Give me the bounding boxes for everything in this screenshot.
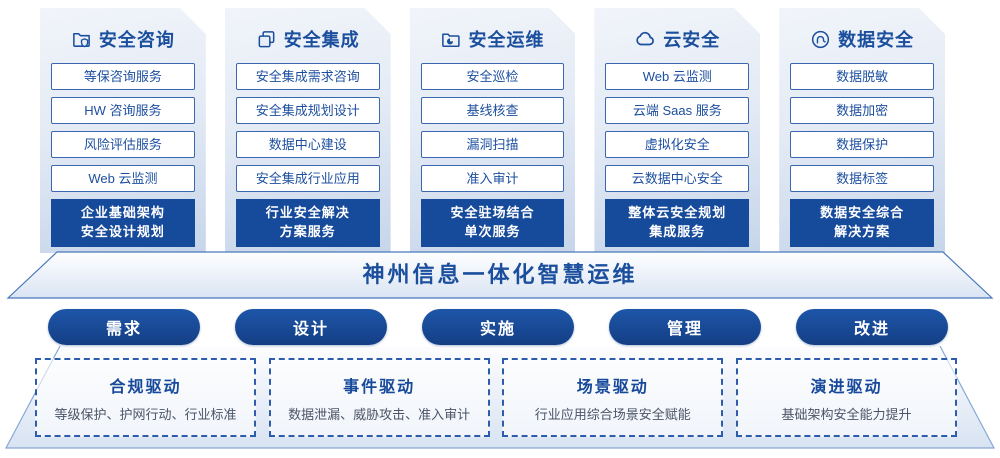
driver-box: 合规驱动 等级保护、护网行动、行业标准	[35, 358, 256, 437]
service-item: 安全集成规划设计	[236, 97, 380, 124]
card-title: 安全运维	[468, 30, 545, 50]
service-item: 数据脱敏	[790, 63, 934, 90]
card-item-list: 等保咨询服务 HW 咨询服务风险评估服务 Web 云监测	[51, 63, 195, 192]
driver-title: 场景驱动	[576, 378, 649, 396]
card-footer-line: 行业安全解决	[265, 205, 350, 221]
folder-pie-icon	[440, 29, 461, 50]
card-footer-line: 企业基础架构	[80, 205, 165, 221]
folder-shield-icon	[71, 29, 92, 50]
card-footer: 数据安全综合解决方案	[790, 199, 934, 247]
card-footer-line: 集成服务	[649, 224, 706, 239]
phase-pill: 需求	[48, 309, 200, 345]
driver-box: 事件驱动 数据泄漏、威胁攻击、准入审计	[268, 358, 490, 437]
service-item: 基线核查	[421, 97, 565, 124]
card-header: 安全运维	[421, 24, 565, 54]
service-item: 数据标签	[790, 165, 934, 192]
driver-boxes: 合规驱动 等级保护、护网行动、行业标准 事件驱动 数据泄漏、威胁攻击、准入审计 …	[35, 358, 957, 437]
driver-title: 演进驱动	[810, 378, 883, 396]
service-item: 数据中心建设	[236, 131, 380, 158]
card-footer: 企业基础架构安全设计规划	[51, 199, 195, 247]
service-item: 安全集成行业应用	[236, 165, 380, 192]
cloud-icon	[634, 28, 656, 50]
driver-title: 事件驱动	[343, 378, 416, 396]
card-header: 安全集成	[236, 24, 380, 54]
service-column-card: 安全咨询 等保咨询服务 HW 咨询服务风险评估服务 Web 云监测 企业基础架构安全…	[40, 8, 206, 253]
card-title: 云安全	[663, 30, 721, 50]
service-item: 数据加密	[790, 97, 934, 124]
card-footer-line: 数据安全综合	[820, 205, 905, 221]
service-column-card: 安全运维 安全巡检基线核查漏洞扫描准入审计 安全驻场结合单次服务	[410, 8, 576, 253]
card-header: 数据安全	[790, 24, 934, 54]
card-title: 安全集成	[283, 30, 360, 50]
fingerprint-icon	[810, 29, 831, 50]
service-item: HW 咨询服务	[51, 97, 195, 124]
service-item: 漏洞扫描	[421, 131, 565, 158]
card-footer-line: 整体云安全规划	[628, 205, 727, 221]
service-item: 虚拟化安全	[605, 131, 749, 158]
service-column-card: 云安全 Web 云监测云端 Saas 服务虚拟化安全云数据中心安全 整体云安全规…	[594, 8, 760, 253]
service-item: 风险评估服务	[51, 131, 195, 158]
driver-box: 演进驱动 基础架构安全能力提升	[735, 358, 957, 437]
card-footer: 整体云安全规划集成服务	[605, 199, 749, 247]
service-item: 云数据中心安全	[605, 165, 749, 192]
phase-pills: 需求设计实施管理改进	[48, 309, 948, 345]
banner-title: 神州信息一体化智慧运维	[362, 262, 638, 287]
driver-desc: 等级保护、护网行动、行业标准	[54, 406, 237, 422]
layers-icon	[256, 29, 277, 50]
phase-pill: 改进	[796, 309, 948, 345]
card-title: 安全咨询	[98, 30, 175, 50]
card-footer-line: 方案服务	[279, 224, 336, 239]
card-footer-line: 解决方案	[834, 224, 891, 239]
driver-desc: 数据泄漏、威胁攻击、准入审计	[288, 406, 471, 422]
service-item: 安全集成需求咨询	[236, 63, 380, 90]
phase-pill: 管理	[609, 309, 761, 345]
driver-box: 场景驱动 行业应用综合场景安全赋能	[502, 358, 724, 437]
phase-pill: 设计	[235, 309, 387, 345]
card-item-list: 数据脱敏数据加密数据保护数据标签	[790, 63, 934, 192]
card-item-list: Web 云监测云端 Saas 服务虚拟化安全云数据中心安全	[605, 63, 749, 192]
card-footer-line: 单次服务	[464, 224, 521, 239]
card-footer-line: 安全驻场结合	[450, 205, 535, 221]
card-header: 云安全	[605, 24, 749, 54]
service-item: Web 云监测	[51, 165, 195, 192]
card-item-list: 安全集成需求咨询安全集成规划设计数据中心建设安全集成行业应用	[236, 63, 380, 192]
card-title: 数据安全	[838, 30, 915, 50]
service-item: 数据保护	[790, 131, 934, 158]
service-item: 安全巡检	[421, 63, 565, 90]
card-footer: 安全驻场结合单次服务	[421, 199, 565, 247]
phase-pill: 实施	[422, 309, 574, 345]
service-item: 准入审计	[421, 165, 565, 192]
service-column-card: 数据安全 数据脱敏数据加密数据保护数据标签 数据安全综合解决方案	[779, 8, 945, 253]
banner-trapezoid	[6, 251, 994, 299]
service-item: 云端 Saas 服务	[605, 97, 749, 124]
card-item-list: 安全巡检基线核查漏洞扫描准入审计	[421, 63, 565, 192]
service-item: Web 云监测	[605, 63, 749, 90]
card-header: 安全咨询	[51, 24, 195, 54]
service-column-card: 安全集成 安全集成需求咨询安全集成规划设计数据中心建设安全集成行业应用 行业安全…	[225, 8, 391, 253]
driver-desc: 基础架构安全能力提升	[781, 406, 912, 422]
driver-title: 合规驱动	[109, 378, 182, 396]
card-footer: 行业安全解决方案服务	[236, 199, 380, 247]
service-item: 等保咨询服务	[51, 63, 195, 90]
driver-desc: 行业应用综合场景安全赋能	[534, 406, 691, 422]
card-footer-line: 安全设计规划	[80, 224, 165, 239]
